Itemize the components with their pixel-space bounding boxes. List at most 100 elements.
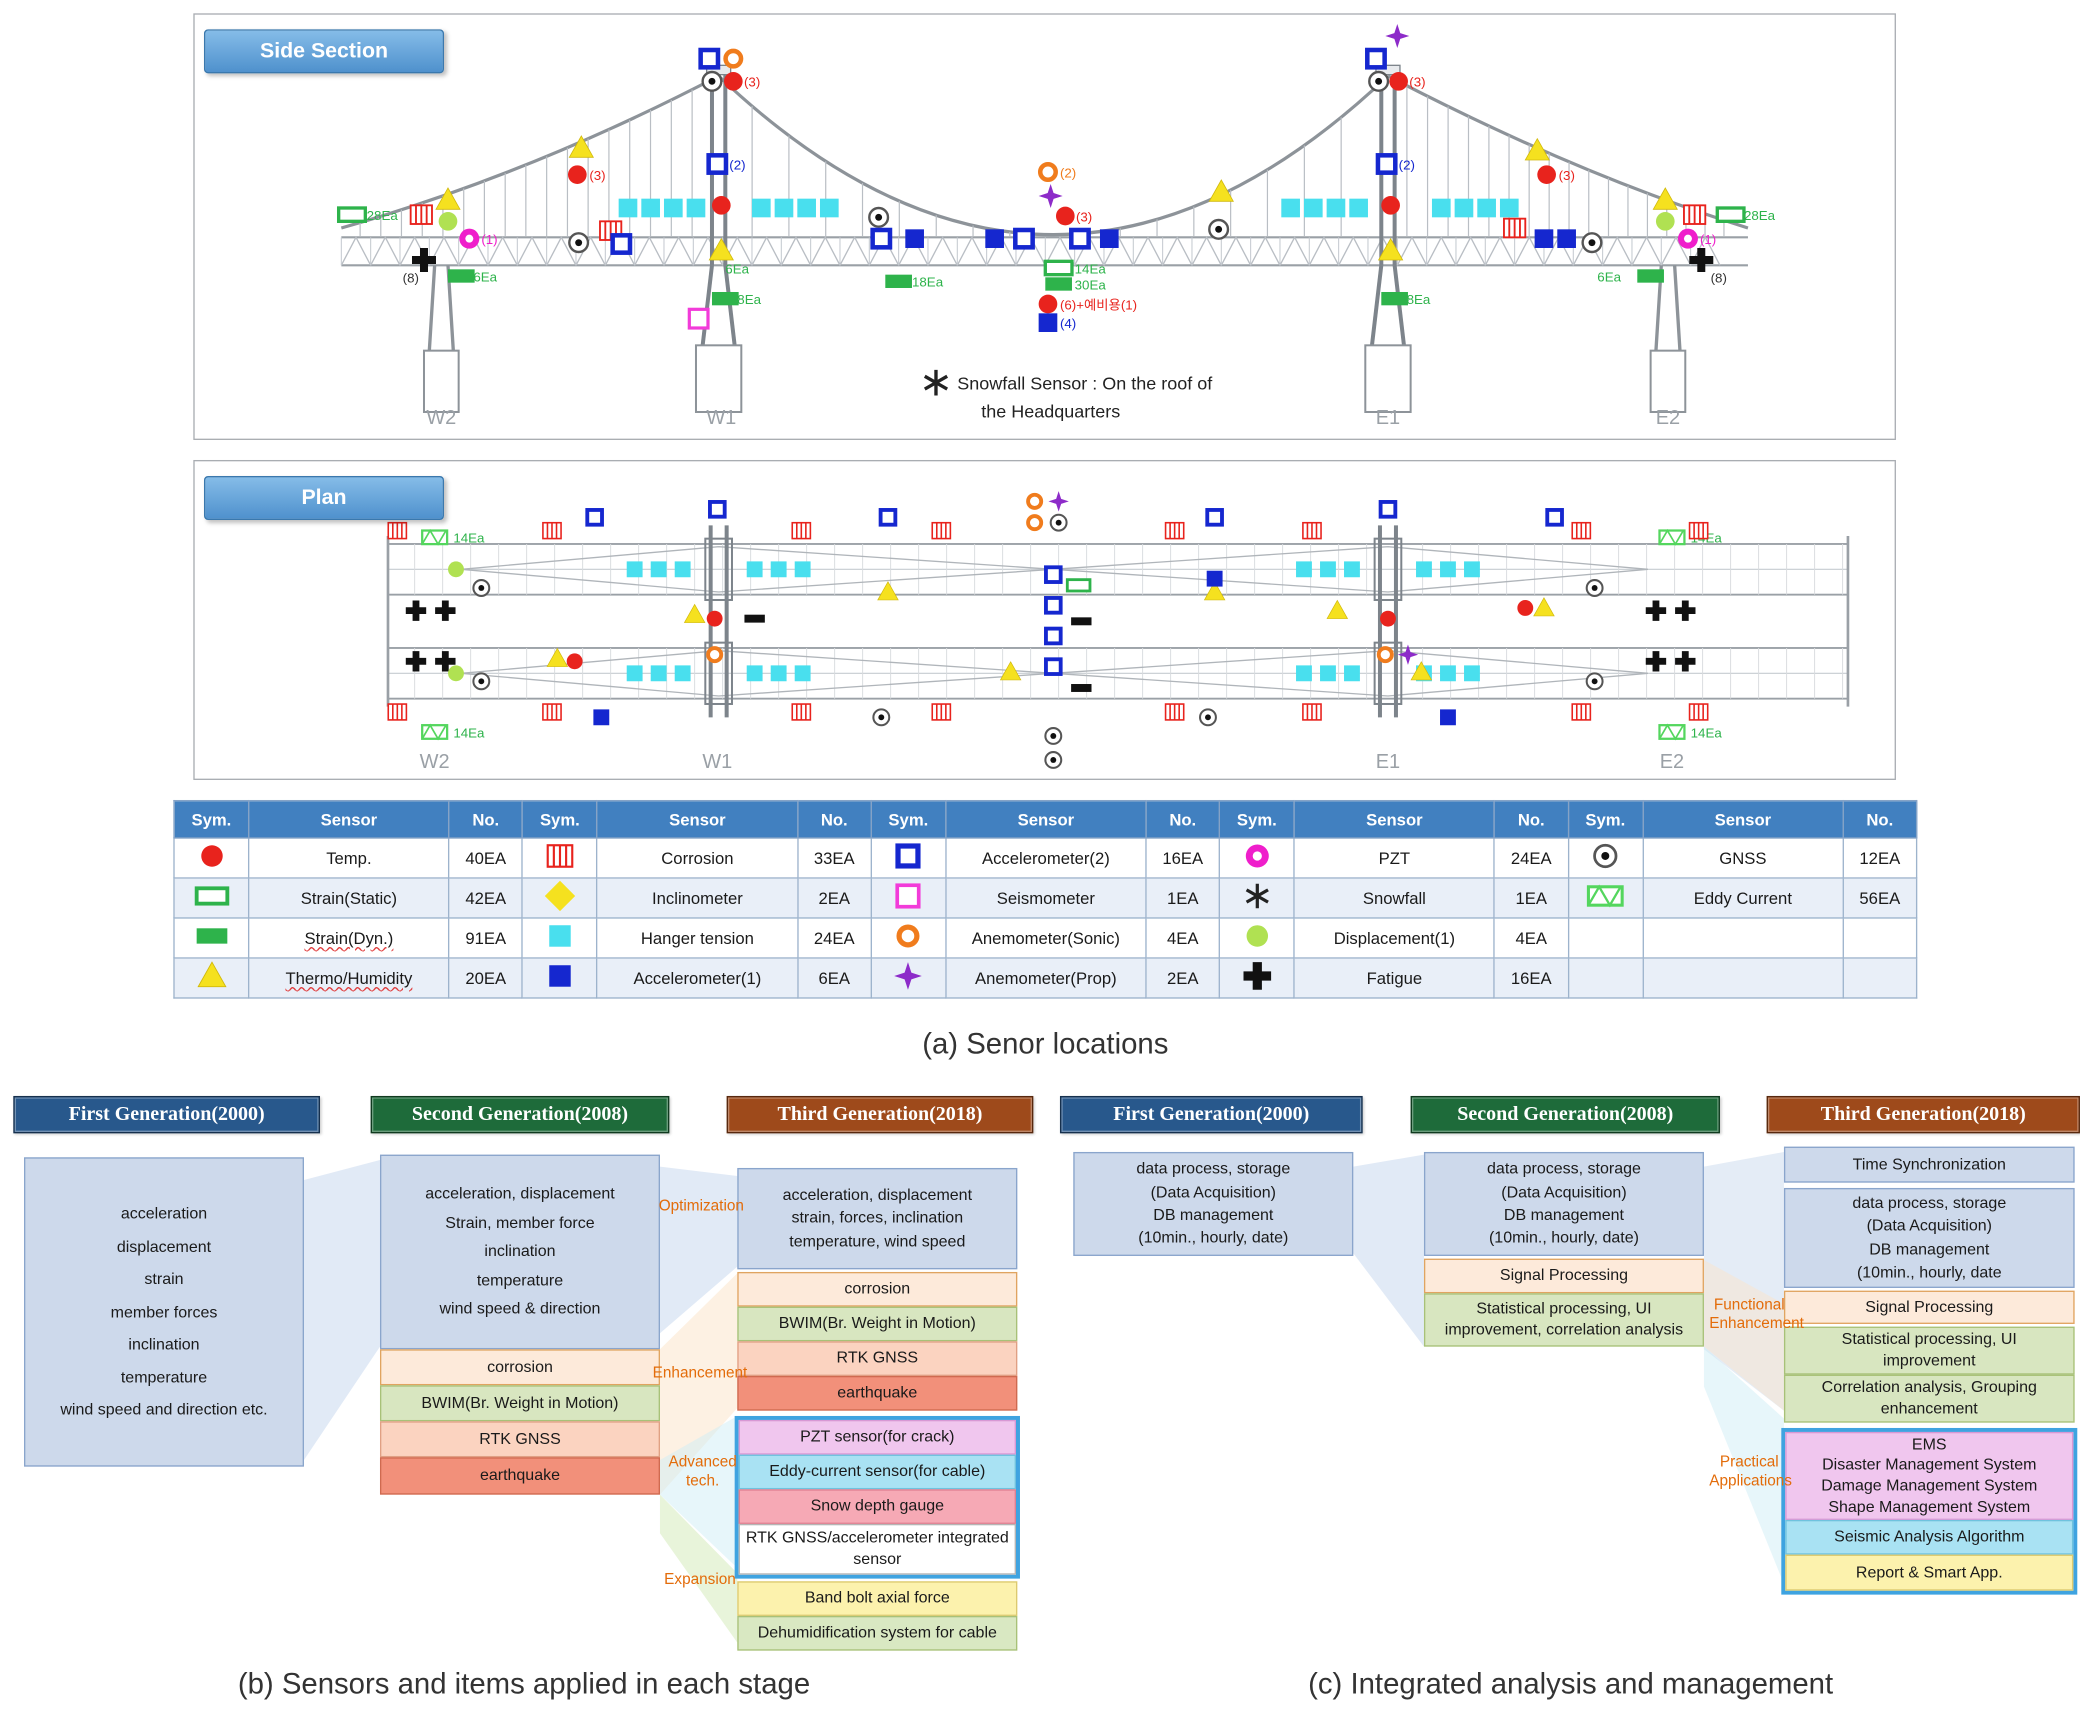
- temp-marker-icon: [1517, 600, 1534, 616]
- third-generation-header-c: Third Generation(2018): [1766, 1095, 2080, 1134]
- temp-marker-icon: [1055, 206, 1075, 226]
- stage-connectors: [303, 1151, 1784, 1643]
- anemo-sonic-marker-icon: [1376, 646, 1394, 664]
- connector-band: [659, 1494, 738, 1643]
- pier-label-e1-plan: E1: [1376, 751, 1400, 773]
- snowfall-marker-icon: [923, 369, 949, 396]
- snowfall-legend-icon: [1218, 877, 1295, 919]
- thermo-marker-icon: [1533, 597, 1555, 617]
- anemo-sonic-legend-icon: [870, 917, 947, 959]
- anemo-prop-marker-icon: [1048, 491, 1069, 512]
- temp-marker-icon: [1537, 165, 1556, 184]
- legend-sensor-name: GNSS: [1642, 837, 1844, 879]
- hanger-marker-icon: [1320, 665, 1336, 682]
- label-enhancement: Enhancement: [652, 1365, 748, 1382]
- bridge-plan-structure: [386, 525, 1850, 718]
- label-optimization: Optimization: [658, 1198, 744, 1215]
- plan-panel: Plan 14Ea14Ea14Ea14Ea W2 W1 E1 E2: [193, 459, 1896, 780]
- gnss-marker-icon: [1585, 672, 1604, 691]
- hanger-marker-icon: [794, 561, 811, 578]
- sensor-annotation: (6)+예비용(1): [1060, 297, 1137, 312]
- gnss-marker-icon: [1585, 579, 1604, 597]
- legend-col-header: Sensor: [1642, 799, 1844, 839]
- accel2-marker-icon: [1013, 227, 1035, 250]
- hanger-marker-icon: [1499, 198, 1519, 218]
- strain-static-legend-icon: [173, 877, 250, 919]
- accel1-marker-icon: [985, 229, 1004, 248]
- displacement-marker-icon: [448, 561, 464, 578]
- fatigue-marker-icon: [411, 247, 436, 272]
- thermo-marker-icon: [1208, 179, 1234, 202]
- legend-sensor-name: Thermo/Humidity: [248, 957, 450, 999]
- thermo-marker-icon: [568, 135, 595, 158]
- sensor-annotation: (2): [729, 157, 745, 172]
- plan-title: Plan: [203, 475, 444, 520]
- gen3-rtk-gnss-box: RTK GNSS: [737, 1341, 1018, 1376]
- hanger-marker-icon: [1296, 665, 1312, 682]
- strain-dyn-marker-icon: [1637, 269, 1664, 283]
- hanger-marker-icon: [1464, 665, 1480, 682]
- pier-label-w2-plan: W2: [420, 751, 450, 773]
- thermo-marker-icon: [1326, 599, 1349, 619]
- legend-col-header: Sensor: [945, 799, 1147, 839]
- legend-sensor-name: Accelerometer(1): [596, 957, 799, 999]
- fatigue-marker-icon: [1645, 651, 1667, 672]
- legend-col-header: Sensor: [1293, 799, 1496, 839]
- hanger-marker-icon: [1454, 198, 1474, 218]
- sensor-annotation: 14Ea: [453, 725, 485, 740]
- c-gen3-correlation-box: Correlation analysis, Grouping enhanceme…: [1783, 1374, 2075, 1423]
- accel2-marker-icon: [698, 47, 721, 70]
- legend-sensor-count: 4EA: [1493, 917, 1569, 959]
- gen3-earthquake-box: earthquake: [737, 1375, 1018, 1411]
- legend-col-header: Sym.: [870, 799, 947, 839]
- strain-static-marker-icon: [336, 206, 367, 223]
- legend-sensor-count: 16EA: [1145, 837, 1221, 879]
- connector-band: [303, 1159, 380, 1460]
- legend-sensor-name: Seismometer: [945, 877, 1147, 919]
- hanger-marker-icon: [770, 561, 787, 578]
- legend-col-header: Sym.: [1567, 799, 1644, 839]
- label-practical-applications: Practical Applications: [1709, 1454, 1792, 1490]
- pier-label-w1-plan: W1: [702, 751, 732, 773]
- hanger-marker-icon: [751, 198, 771, 218]
- legend-col-header: No.: [448, 799, 524, 839]
- corrosion-marker-icon: [1302, 521, 1322, 540]
- fatigue-marker-icon: [1675, 600, 1696, 621]
- gen2-corrosion-box: corrosion: [379, 1349, 660, 1386]
- legend-sensor-count: 91EA: [448, 917, 524, 959]
- accel2-marker-icon: [1365, 47, 1387, 70]
- sensor-annotation: (8): [403, 271, 419, 286]
- legend-sensor-name: Temp.: [248, 837, 450, 879]
- thermo-marker-icon: [999, 661, 1022, 681]
- thermo-marker-icon: [877, 581, 899, 601]
- anemo-sonic-marker-icon: [1026, 514, 1044, 532]
- accel2-marker-icon: [610, 233, 633, 255]
- anemo-prop-marker-icon: [1038, 183, 1063, 208]
- legend-sensor-name: [1642, 957, 1844, 999]
- corrosion-marker-icon: [791, 521, 812, 540]
- fatigue-marker-icon: [1675, 651, 1696, 672]
- thermo-marker-icon: [1203, 581, 1226, 601]
- gnss-marker-icon: [868, 206, 890, 228]
- legend-sensor-count: 1EA: [1493, 877, 1569, 919]
- sensor-annotation: (2): [1399, 157, 1415, 172]
- accel2-marker-icon: [585, 508, 604, 527]
- strain-dyn-marker-icon: [1381, 291, 1408, 306]
- gen3-dehumidification-box: Dehumidification system for cable: [737, 1615, 1018, 1651]
- eddy-legend-icon: [1567, 877, 1644, 919]
- caption-a: (a) Senor locations: [922, 1026, 1169, 1060]
- legend-sensor-count: 2EA: [796, 877, 872, 919]
- legend-sensor-name: Eddy Current: [1642, 877, 1844, 919]
- eddy-marker-icon: [421, 723, 449, 741]
- temp-marker-icon: [711, 195, 731, 215]
- second-generation-header-b: Second Generation(2008): [370, 1095, 670, 1134]
- gen3-snow-gauge-box: Snow depth gauge: [738, 1489, 1016, 1524]
- strain-static-marker-icon: [1043, 259, 1074, 277]
- displacement-marker-icon: [1655, 211, 1675, 231]
- strain-static-marker-icon: [1065, 578, 1092, 593]
- thermo-marker-icon: [683, 603, 706, 623]
- legend-sensor-name: Hanger tension: [596, 917, 799, 959]
- sensor-annotation: 28Ea: [367, 208, 399, 223]
